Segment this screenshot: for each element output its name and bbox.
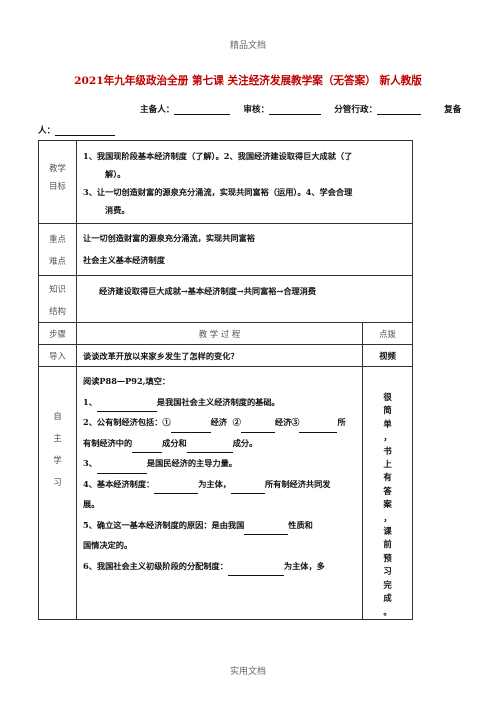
fill-blank[interactable] (96, 400, 157, 412)
host-label: 主备人： (140, 105, 175, 115)
page-footer: 实用文档 (229, 667, 266, 677)
fill-blank[interactable] (230, 482, 265, 494)
goals-row: 教学 目标 1、我国现阶段基本经济制度（了解）。2、我国经济建设取得巨大成就（了… (38, 140, 414, 224)
admin-label: 分管行政： (334, 105, 378, 115)
reprep-blank (55, 124, 116, 136)
author-info: 主备人： 审核： 分管行政： 复备 (140, 103, 461, 115)
intro-note: 视频 (361, 344, 414, 367)
intro-label: 导入 (38, 344, 77, 367)
structure-row: 知识 结构 经济建设取得巨大成就→基本经济制度→共同富裕→合理消费 (38, 275, 414, 323)
fill-blank[interactable] (244, 523, 289, 535)
author-info-line2: 人： (38, 124, 116, 136)
structure-label: 知识 结构 (38, 275, 77, 323)
intro-row: 导入 谈谈改革开放以来家乡发生了怎样的变化？ 视频 (38, 344, 414, 367)
admin-blank (377, 103, 422, 115)
self-study-row: 自 主 学 习 阅读P88—P92,填空： 1、是我国社会主义经济制度的基础。 … (38, 366, 414, 620)
key-points-content: 让一切创造财富的源泉充分涌流，实现共同富裕 社会主义基本经济制度 (75, 223, 414, 276)
key-points-label: 重点 难点 (38, 223, 77, 276)
self-study-note: 很 简 单 ， 书 上 有 答 案 ， 课 前 预 习 完 成 。 (361, 366, 414, 620)
fill-blank[interactable] (170, 421, 211, 433)
steps-header-process: 教 学 过 程 (76, 322, 363, 345)
steps-header-step: 步骤 (38, 322, 77, 345)
review-label: 审核： (243, 105, 270, 115)
page-header: 精品文档 (229, 41, 266, 51)
fill-blank[interactable] (96, 462, 147, 474)
key-points-row: 重点 难点 让一切创造财富的源泉充分涌流，实现共同富裕 社会主义基本经济制度 (38, 223, 414, 276)
reprep-label-2: 人： (38, 126, 56, 136)
review-blank (269, 103, 322, 115)
fill-blank[interactable] (227, 564, 284, 576)
fill-blank[interactable] (186, 441, 233, 453)
goals-label: 教学 目标 (38, 140, 77, 224)
self-study-content: 阅读P88—P92,填空： 1、是我国社会主义经济制度的基础。 2、公有制经济包… (76, 366, 363, 620)
reprep-label: 复备 (444, 105, 462, 115)
host-blank (174, 103, 231, 115)
steps-header-row: 步骤 教 学 过 程 点拨 (38, 322, 414, 345)
fill-blank[interactable] (132, 441, 163, 453)
lesson-plan-table: 教学 目标 1、我国现阶段基本经济制度（了解）。2、我国经济建设取得巨大成就（了… (38, 140, 414, 620)
self-study-label: 自 主 学 习 (38, 366, 77, 620)
fill-blank[interactable] (240, 421, 275, 433)
document-title: 2021年九年级政治全册 第七课 关注经济发展教学案（无答案） 新人教版 (74, 75, 422, 87)
fill-blank[interactable] (299, 421, 338, 433)
structure-content: 经济建设取得巨大成就→基本经济制度→共同富裕→合理消费 (75, 275, 414, 323)
goals-content: 1、我国现阶段基本经济制度（了解）。2、我国经济建设取得巨大成就（了 解）。 3… (75, 140, 414, 224)
steps-header-tips: 点拨 (361, 322, 414, 345)
fill-blank[interactable] (154, 482, 199, 494)
intro-content: 谈谈改革开放以来家乡发生了怎样的变化？ (76, 344, 363, 367)
